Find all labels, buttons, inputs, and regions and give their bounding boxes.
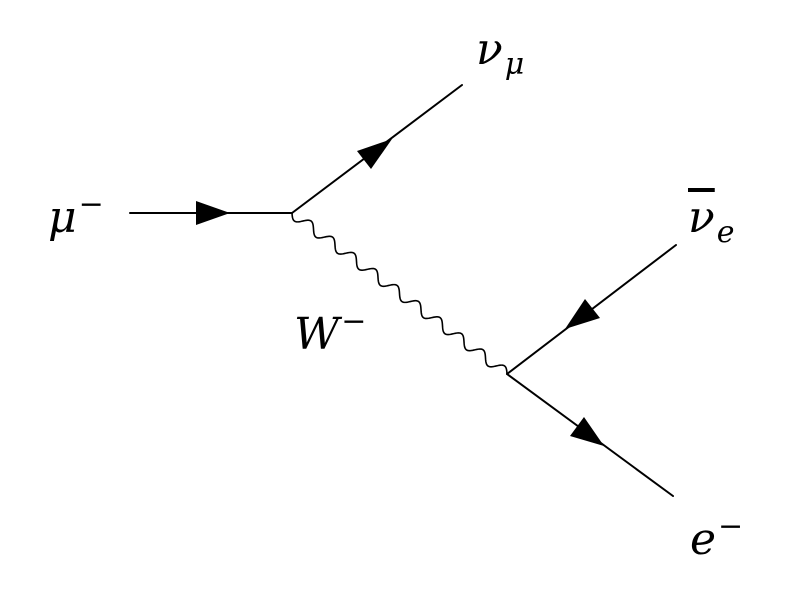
muon-label: μ−: [48, 187, 104, 243]
antineutrino-arrow: [565, 299, 600, 329]
electron-arrow: [570, 417, 604, 446]
muon-neutrino-label: νμ: [476, 24, 525, 82]
w-boson-label: W−: [294, 304, 367, 360]
w-boson-propagator: [291, 212, 508, 375]
muon-arrow: [196, 201, 230, 225]
electron-antineutrino-label: νe: [688, 192, 735, 250]
electron-label: e−: [690, 509, 744, 565]
muon-neutrino-arrow: [357, 139, 392, 169]
